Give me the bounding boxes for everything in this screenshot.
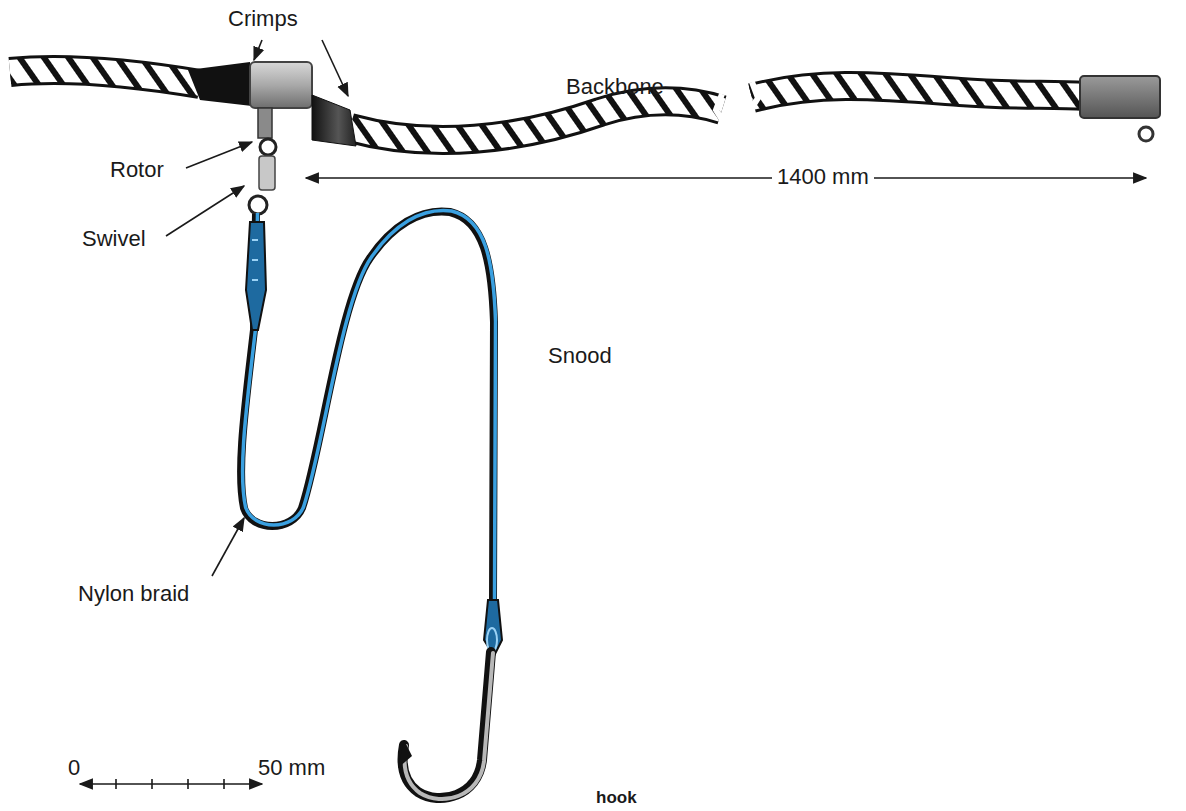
snood-sleeve — [246, 222, 266, 330]
part-label: Nylon braid — [78, 581, 189, 606]
hook — [398, 652, 493, 799]
swivel-ring — [249, 196, 267, 214]
leader-line — [166, 40, 348, 576]
crimp — [312, 95, 356, 146]
part-label: Snood — [548, 343, 612, 368]
end-crimp — [1080, 76, 1160, 118]
part-label: Swivel — [82, 226, 146, 251]
scale-label: 50 mm — [258, 755, 325, 780]
part-label: Backbone — [566, 74, 664, 99]
crimp-sleeve — [188, 62, 252, 106]
swivel — [259, 156, 275, 190]
dimension-label: 1400 mm — [772, 164, 874, 189]
part-label: hook — [596, 788, 637, 808]
snood-sleeve — [252, 240, 258, 280]
backbone-rope — [10, 70, 1085, 140]
part-label: Rotor — [110, 157, 164, 182]
rotor — [258, 108, 272, 138]
end-ring — [1139, 127, 1153, 141]
swivel-ring — [260, 139, 276, 155]
crimp — [250, 62, 312, 108]
dimension-line — [306, 177, 1146, 179]
snood-line — [241, 210, 495, 600]
scale-label: 0 — [68, 755, 80, 780]
part-label: Crimps — [228, 6, 298, 31]
scale-bar — [80, 779, 262, 789]
